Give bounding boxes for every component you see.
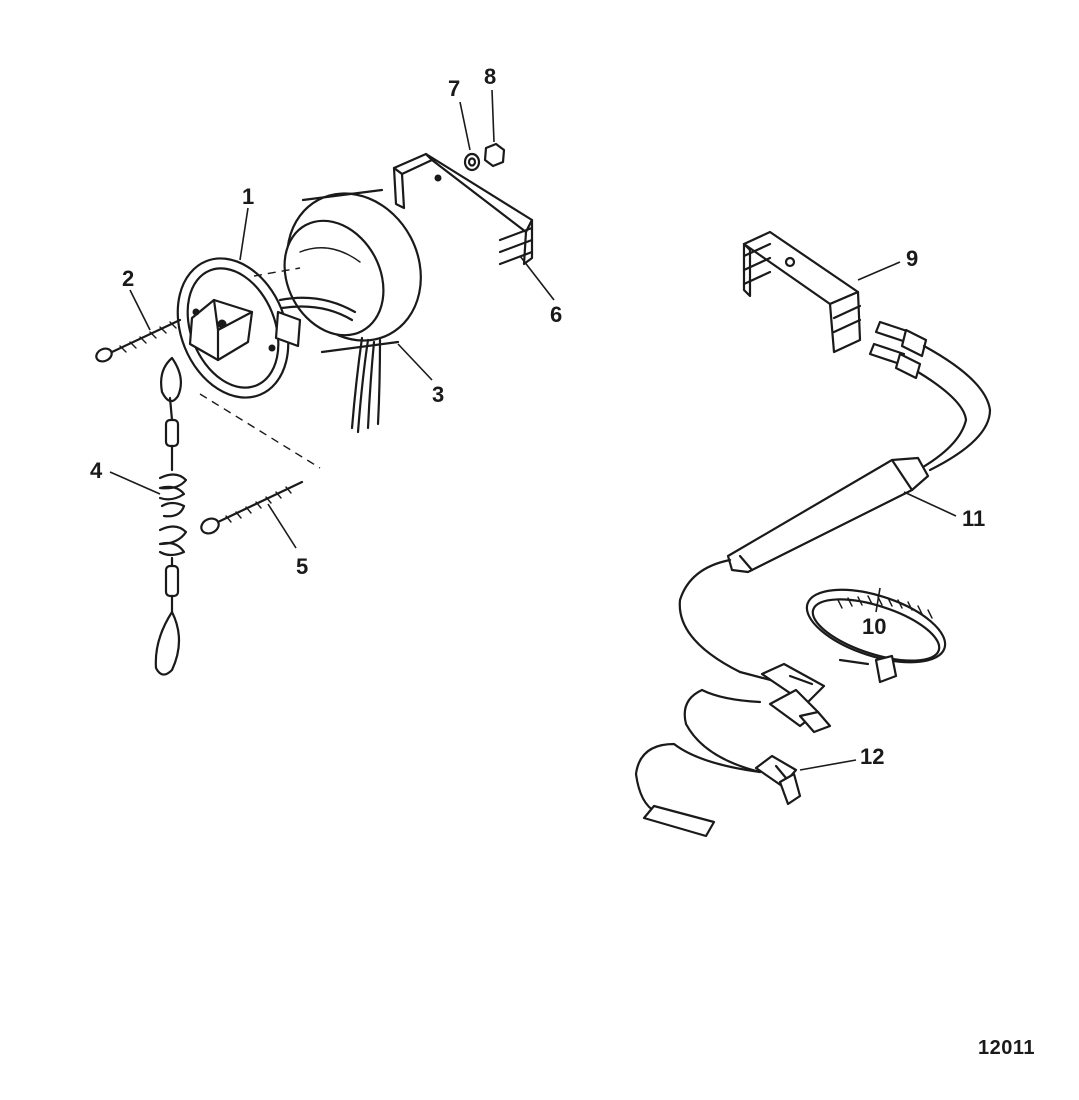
bracket-part-9	[742, 230, 862, 354]
callout-labels: 1 2 3 4 5 6 7 8 9 10 11 12	[90, 64, 985, 769]
screw-part-2	[95, 318, 182, 363]
harness-part-11	[678, 320, 992, 734]
callout-12: 12	[860, 744, 884, 769]
alignment-line	[199, 393, 321, 469]
callout-7: 7	[448, 76, 460, 101]
pigtail-part-12	[634, 688, 802, 838]
long-screw-part-5	[200, 480, 304, 535]
strap-part-10	[805, 588, 947, 684]
nut-part-8	[483, 142, 506, 168]
callout-11: 11	[962, 506, 985, 531]
lanyard-part-4	[154, 356, 188, 676]
callout-1: 1	[242, 184, 254, 209]
face-ring-part-1	[176, 257, 302, 399]
leader-lines	[109, 89, 957, 771]
callout-3: 3	[432, 382, 444, 407]
callout-4: 4	[90, 458, 103, 483]
callout-9: 9	[906, 246, 918, 271]
washer-part-7	[463, 152, 481, 172]
callout-6: 6	[550, 302, 562, 327]
bracket-part-6	[392, 152, 534, 266]
callout-2: 2	[122, 266, 134, 291]
callout-8: 8	[484, 64, 496, 89]
alignment-line	[253, 267, 301, 277]
callout-5: 5	[296, 554, 308, 579]
callout-10: 10	[862, 614, 886, 639]
cup-housing-part-3	[278, 188, 422, 434]
drawing-number: 12011	[977, 1037, 1035, 1059]
